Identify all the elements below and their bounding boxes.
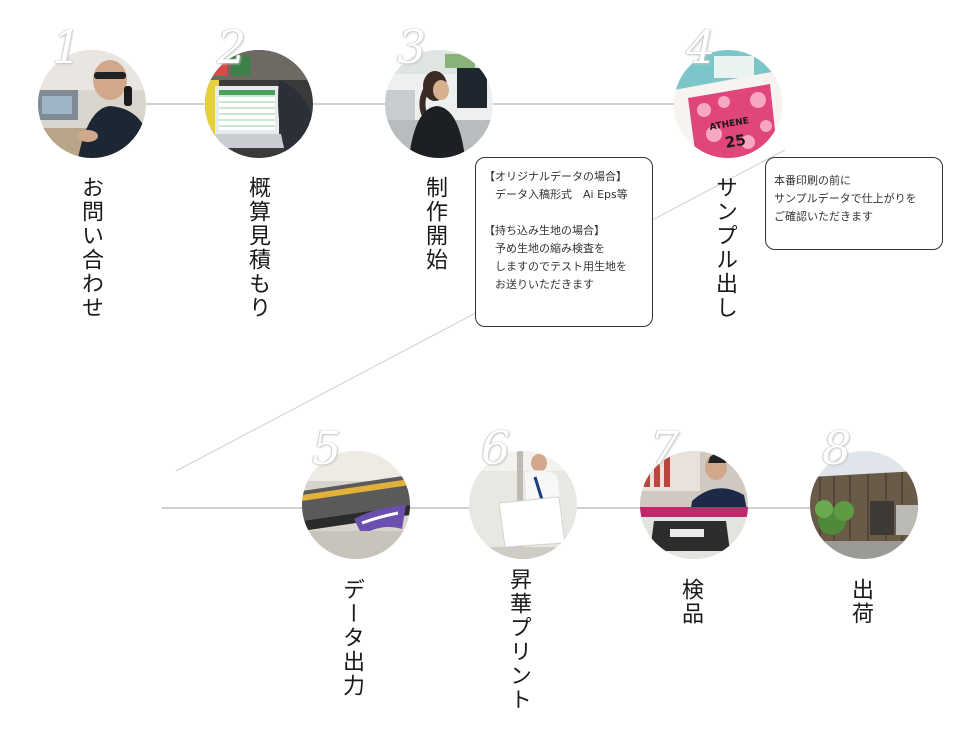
production-note-line: データ入稿形式 Ai Eps等 [484,188,628,201]
step-7: 7 [640,425,748,559]
step-1-label: お問い合わせ [78,176,103,320]
step-8-number: 8 [822,421,852,475]
sample-note: 本番印刷の前に サンプルデータで仕上がりを ご確認いただきます [765,157,943,250]
sample-number: 25 [724,131,748,152]
sample-note-line: 本番印刷の前に [774,174,851,187]
step-6-label: 昇華プリント [506,568,531,712]
step-2-label: 概算見積もり [245,176,270,320]
production-note-line: 【オリジナルデータの場合】 [484,170,627,183]
step-4: ATHENE 25 4 [674,24,782,158]
step-8-photo [810,451,918,559]
production-note-line: 【持ち込み生地の場合】 [484,224,605,237]
step-6-number: 6 [481,421,511,475]
step-7-number: 7 [650,421,680,475]
sample-note-line: ご確認いただきます [774,210,873,223]
production-note-line: お送りいただきます [484,278,594,291]
sample-note-line: サンプルデータで仕上がりを [774,192,917,205]
step-4-number: 4 [686,20,716,74]
step-6: 6 [469,425,577,559]
step-3-photo [385,50,493,158]
step-6-photo [469,451,577,559]
step-3-label: 制作開始 [422,176,447,272]
step-4-label: サンプル出し [712,176,737,320]
step-5-number: 5 [312,421,342,475]
step-2: 2 [205,24,313,158]
step-1-number: 1 [52,20,82,74]
step-3: 3 [385,24,493,158]
step-4-photo: ATHENE 25 [674,50,782,158]
step-5: 5 [302,425,410,559]
production-note-line: 予め生地の縮み検査を [484,242,605,255]
step-8-label: 出荷 [848,578,873,626]
step-3-number: 3 [397,20,427,74]
step-8: 8 [810,425,918,559]
step-1-photo [38,50,146,158]
step-5-photo [302,451,410,559]
step-1: 1 [38,24,146,158]
production-note-line: しますのでテスト用生地を [484,260,627,273]
step-7-label: 検品 [678,578,703,626]
production-note-line [484,204,644,222]
production-note: 【オリジナルデータの場合】 データ入稿形式 Ai Eps等 【持ち込み生地の場合… [475,157,653,327]
step-5-label: データ出力 [339,578,364,698]
step-2-number: 2 [217,20,247,74]
